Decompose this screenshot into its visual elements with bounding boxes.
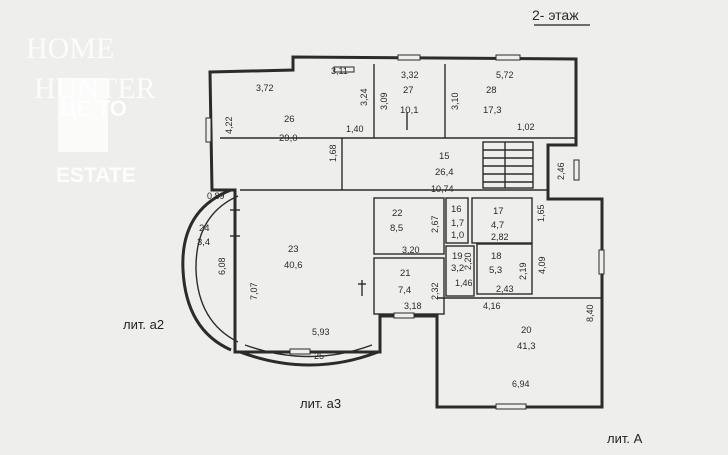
room-15-area: 26,4: [435, 167, 454, 178]
room-16-area: 1,0: [451, 230, 464, 241]
room-21-area: 7,4: [398, 285, 411, 296]
lit-a2-label: лит. а2: [123, 317, 164, 332]
dim-4-22: 4,22: [224, 116, 234, 134]
dim-2-20: 2,20: [463, 252, 473, 270]
dim-1-40: 1,40: [346, 124, 364, 134]
dim-3-72: 3,72: [256, 83, 274, 93]
dim-3-10: 3,10: [450, 92, 460, 110]
dim-8-40: 8,40: [585, 304, 595, 322]
room-16-extra: 1,7: [451, 218, 464, 229]
room-28-number: 28: [486, 85, 497, 96]
room-24-number: 24: [199, 223, 210, 234]
room-21-number: 21: [400, 268, 411, 279]
door-marks: [230, 112, 408, 296]
dim-1-46: 1,46: [455, 278, 473, 288]
dim-3-24: 3,24: [359, 88, 369, 106]
dim-1-68: 1,68: [328, 144, 338, 162]
dim-3-32: 3,32: [401, 70, 419, 80]
interior-walls: [220, 64, 602, 315]
dim-25: 25: [314, 351, 324, 361]
dim-3-20: 3,20: [402, 245, 420, 255]
room-23-area: 40,6: [284, 260, 303, 271]
dim-0-89: 0,89: [207, 191, 225, 201]
room-26-area: 29,0: [279, 133, 298, 144]
dim-2-82: 2,82: [491, 232, 509, 242]
dim-4-09: 4,09: [537, 256, 547, 274]
room-20-number: 20: [521, 325, 532, 336]
room-23-number: 23: [288, 244, 299, 255]
room-27-area: 10,1: [400, 105, 419, 116]
watermark-mark: ЦЕ ТО: [60, 96, 127, 121]
dim-2-32: 2,32: [430, 282, 440, 300]
lit-A-label: лит. А: [607, 431, 643, 446]
room-18-number: 18: [491, 251, 502, 262]
room-26-number: 26: [284, 114, 295, 125]
dim-1-65: 1,65: [536, 204, 546, 222]
room-labels: 26 29,0 27 10,1 28 17,3 15 26,4 22 8,5 1…: [197, 85, 536, 352]
room-28-area: 17,3: [483, 105, 502, 116]
windows: [205, 54, 605, 410]
watermark: HOME HUNTER ЦЕ ТО ESTATE: [26, 32, 156, 187]
dim-2-46: 2,46: [556, 162, 566, 180]
room-20-area: 41,3: [517, 341, 536, 352]
dim-3-18: 3,18: [404, 301, 422, 311]
watermark-home: HOME: [26, 32, 114, 65]
room-17-area: 4,7: [491, 220, 504, 231]
dim-2-67: 2,67: [430, 215, 440, 233]
dim-5-72: 5,72: [496, 70, 514, 80]
room-19-number: 19: [452, 251, 463, 262]
dim-4-16: 4,16: [483, 301, 501, 311]
room-19-area: 3,2: [451, 263, 464, 274]
dim-3-11: 3,11: [331, 66, 348, 76]
dim-7-07: 7,07: [249, 282, 259, 300]
room-27-number: 27: [403, 85, 414, 96]
dim-6-94: 6,94: [512, 379, 530, 389]
dim-2-19: 2,19: [518, 262, 528, 280]
dim-6-08: 6,08: [217, 257, 227, 275]
dim-1-02: 1,02: [517, 122, 535, 132]
room-18-area: 5,3: [489, 265, 502, 276]
stairs: [482, 141, 534, 189]
room-17-number: 17: [493, 206, 504, 217]
watermark-estate: ESTATE: [56, 164, 136, 187]
room-15-number: 15: [439, 151, 450, 162]
dimension-labels: 3,72 3,11 3,32 5,72 4,22 3,24 3,09 3,10 …: [207, 66, 595, 389]
dim-2-43: 2,43: [496, 284, 514, 294]
room-24-area: 3,4: [197, 237, 210, 248]
room-22-area: 8,5: [390, 223, 403, 234]
lit-a3-label: лит. а3: [300, 396, 341, 411]
room-16-number: 16: [451, 204, 462, 215]
dim-3-09: 3,09: [379, 92, 389, 110]
room-22-number: 22: [392, 208, 403, 219]
dim-10-74: 10,74: [431, 184, 454, 194]
floor-label: 2- этаж: [532, 7, 579, 23]
dim-5-93: 5,93: [312, 327, 330, 337]
watermark-logo-block: [58, 78, 108, 152]
